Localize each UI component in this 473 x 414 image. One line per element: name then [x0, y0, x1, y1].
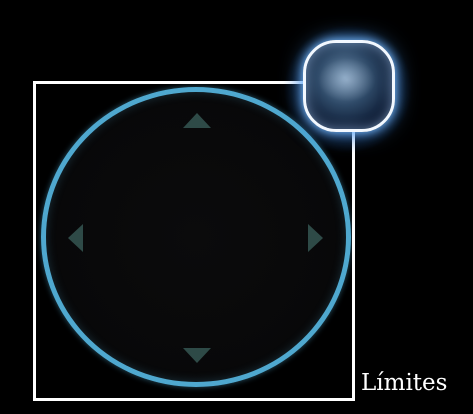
limits-label: Límites: [361, 372, 447, 395]
joystick-knob-highlight: [318, 58, 376, 102]
